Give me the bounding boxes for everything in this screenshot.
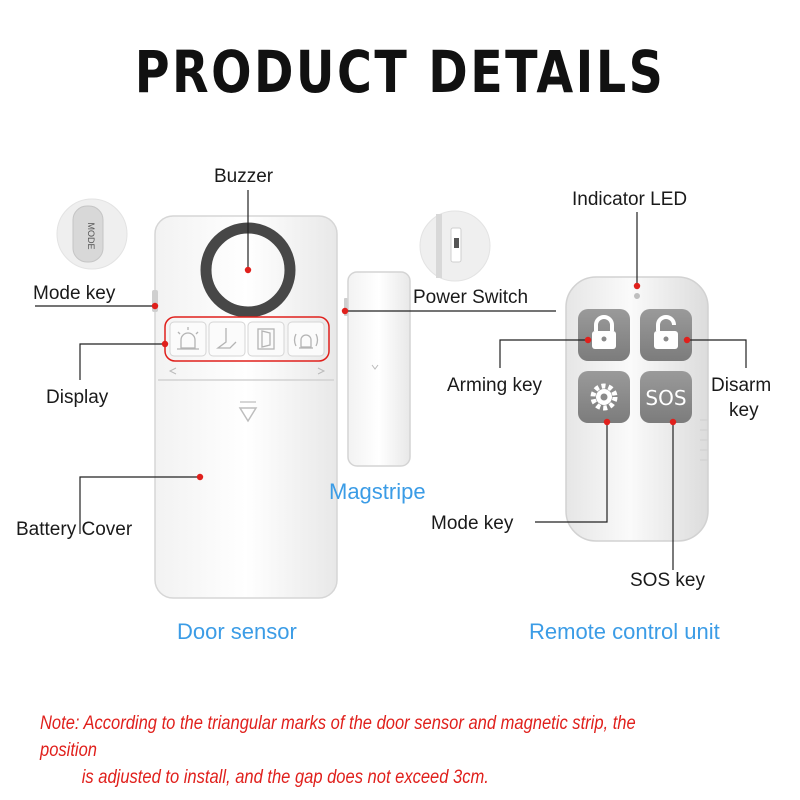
remote-control: SOS [565,276,709,542]
label-arming-key: Arming key [447,375,543,396]
mode-button-text: MODE [86,223,96,250]
latch-triangle [238,407,258,423]
callout-dots [151,266,691,481]
indicator-led [634,293,640,299]
door-icon [257,328,275,350]
label-magstripe: Magstripe [329,479,426,504]
label-battery-cover: Battery Cover [16,519,133,540]
power-switch-inset [419,210,491,282]
sos-button[interactable]: SOS [640,371,692,423]
note-line-2: is adjusted to install, and the gap does… [81,767,489,788]
mode-button[interactable] [578,371,630,423]
alarm-icon [177,327,199,350]
label-sos-key: SOS key [630,570,705,591]
label-buzzer: Buzzer [214,166,274,187]
bell-icon [293,333,319,349]
lock-icon [592,315,616,349]
display-panel [164,316,330,362]
gear-icon [590,383,618,411]
label-display: Display [46,387,109,408]
unlock-icon [654,315,678,349]
note-line-1: Note: According to the triangular marks … [40,713,636,761]
page-title: PRODUCT DETAILS [134,38,666,106]
door-sensor [152,215,338,599]
disarm-button[interactable] [640,309,692,361]
mode-key-inset: MODE [56,198,128,270]
arming-button[interactable] [578,309,630,361]
magstripe [344,271,411,467]
installation-note: Note: According to the triangular marks … [40,710,675,791]
label-disarm-key-2: key [729,400,759,421]
label-disarm-key-1: Disarm [711,375,772,396]
label-mode-key-left: Mode key [33,283,116,304]
label-mode-key-remote: Mode key [431,513,514,534]
sos-icon: SOS [645,386,686,410]
label-remote-control-unit: Remote control unit [529,619,720,644]
label-power-switch: Power Switch [413,287,529,308]
label-door-sensor: Door sensor [177,619,297,644]
callout-lines [35,190,747,570]
label-indicator-led: Indicator LED [572,189,688,210]
chime-icon [216,328,237,349]
